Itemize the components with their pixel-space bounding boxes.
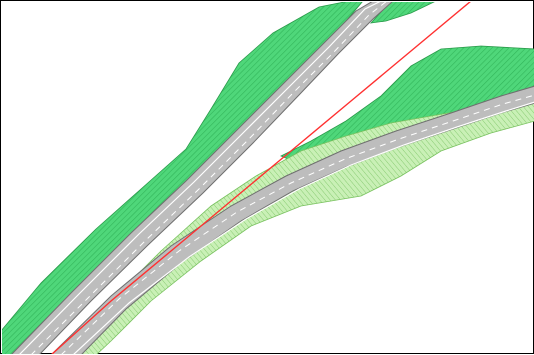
main-roadway bbox=[11, 2, 393, 354]
branch-roadway bbox=[51, 85, 534, 354]
alignment-centerline bbox=[51, 2, 471, 354]
embankment-lower-fill bbox=[61, 98, 534, 354]
